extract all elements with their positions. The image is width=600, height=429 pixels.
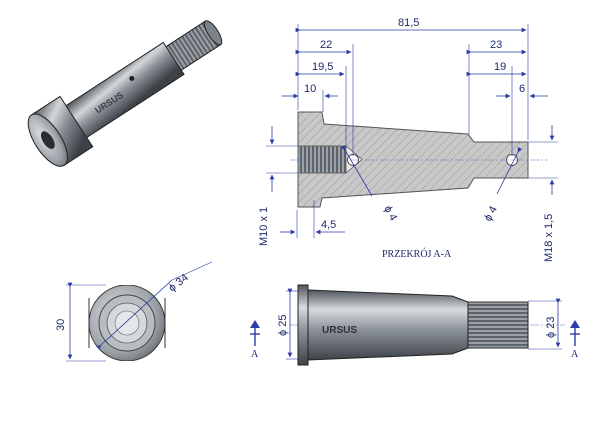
dim-right-hole-diameter: ϕ 4 xyxy=(482,204,500,223)
dim-head-to-left-hole: 22 xyxy=(320,39,332,51)
dim-right-hole-offset: 6 xyxy=(519,83,525,95)
dim-head-thickness: 10 xyxy=(304,83,316,95)
isometric-view: URSUS xyxy=(27,20,223,167)
section-caption: PRZEKRÓJ A-A xyxy=(382,248,452,260)
dim-left-hole-diameter: ϕ 4 xyxy=(381,204,399,223)
iso-cross-hole xyxy=(129,75,135,81)
dim-right-hole-center: 19 xyxy=(494,61,506,73)
dim-shaft-diameter: ϕ 23 xyxy=(545,317,557,338)
iso-body xyxy=(63,41,185,140)
section-marker-left: A xyxy=(251,349,259,360)
dim-end-outer-diameter: ϕ 34 xyxy=(166,272,190,295)
section-internal-thread xyxy=(297,145,347,174)
side-head-flange xyxy=(297,284,309,366)
dim-external-thread: M18 x 1,5 xyxy=(543,214,555,262)
section-view: 81,5 22 19,5 10 23 19 6 4,5 ϕ 4 ϕ 4 M10 … xyxy=(258,17,558,262)
dim-thread-depth: 4,5 xyxy=(321,219,336,231)
section-marker-right: A xyxy=(571,349,579,360)
iso-threaded-bore xyxy=(40,131,55,149)
dim-left-hole-center: 19,5 xyxy=(312,61,333,73)
side-view: URSUS ϕ 25 ϕ 23 A A xyxy=(250,284,580,366)
dim-end-height: 30 xyxy=(55,319,67,331)
dim-shoulder-to-end: 23 xyxy=(490,39,502,51)
dim-overall-length: 81,5 xyxy=(398,17,419,29)
dim-internal-thread: M10 x 1 xyxy=(258,207,270,246)
end-view: ϕ 34 30 xyxy=(55,260,213,386)
side-brand-text: URSUS xyxy=(322,325,357,336)
side-thread xyxy=(467,301,529,349)
dim-body-diameter: ϕ 25 xyxy=(277,315,289,336)
